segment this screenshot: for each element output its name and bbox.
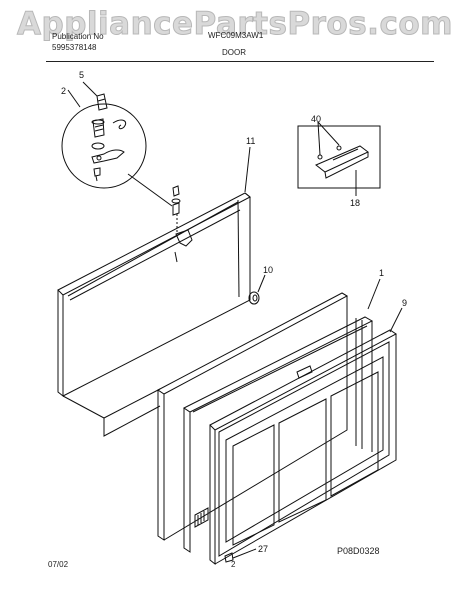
header-rule	[46, 61, 434, 62]
callout-5: 5	[79, 70, 84, 80]
callout-10: 10	[263, 265, 273, 275]
inset-leader	[127, 173, 173, 207]
door-bumper-part	[248, 291, 260, 305]
publication-block: Publication No 5995378148	[52, 31, 104, 53]
leader-lines	[67, 81, 403, 559]
callout-labels: 5 2 11 40 18 10 1 9 27	[61, 70, 407, 554]
section-title: DOOR	[222, 48, 246, 57]
callout-9: 9	[402, 298, 407, 308]
callout-18: 18	[350, 198, 360, 208]
inner-door-liner	[157, 292, 374, 553]
handle-detail-inset	[297, 125, 381, 189]
callout-1: 1	[379, 268, 384, 278]
callout-2: 2	[61, 86, 66, 96]
lid-back-panel	[57, 192, 251, 437]
page-number: 2	[231, 560, 236, 569]
publication-number: 5995378148	[52, 43, 97, 52]
callout-40: 40	[311, 114, 321, 124]
front-door-gasket	[194, 329, 397, 566]
callout-27: 27	[258, 544, 268, 554]
callout-11: 11	[246, 136, 255, 146]
hinge-detail-inset	[61, 93, 147, 189]
revision-date: 07/02	[48, 560, 69, 569]
drawing-code: P08D0328	[337, 546, 380, 556]
publication-label: Publication No	[52, 32, 104, 41]
lid-hinge-assembly	[171, 185, 193, 263]
watermark-logo: AppliancePartsPros.com	[17, 6, 453, 43]
model-number: WFC09M3AW1	[208, 31, 264, 40]
